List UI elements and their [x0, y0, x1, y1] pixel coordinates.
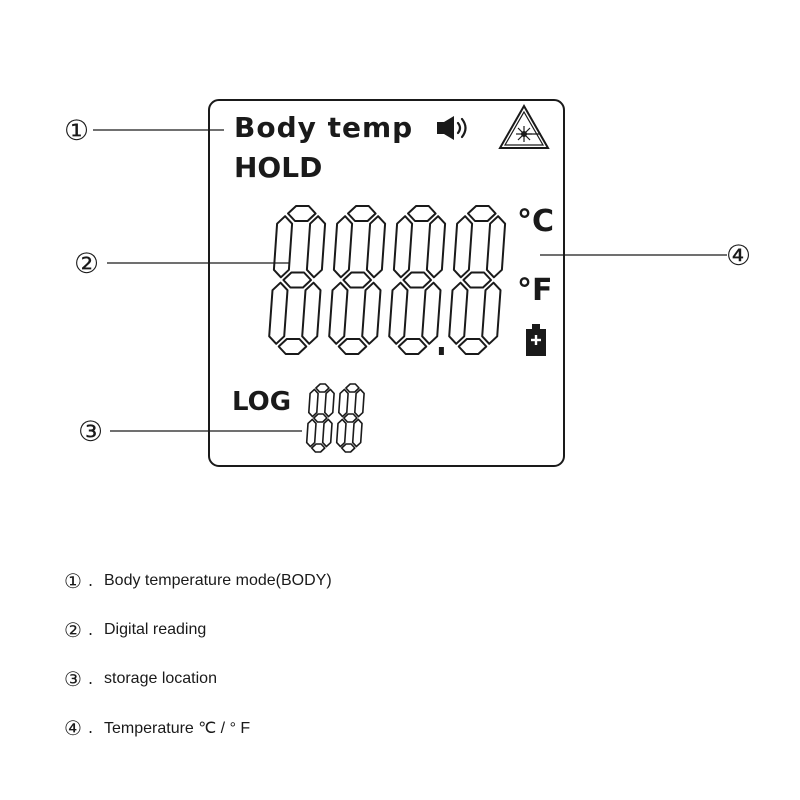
digit-segment-f	[307, 388, 319, 418]
digit-segment-g	[402, 271, 432, 289]
mode-label: Body temp	[234, 111, 413, 144]
digit-segment-a	[345, 383, 360, 393]
digit-segment-e	[335, 418, 347, 448]
digit-segment-b	[365, 215, 387, 279]
unit-fahrenheit: °F	[517, 273, 553, 308]
digit-segment-b	[323, 388, 335, 418]
legend-number: ②	[64, 617, 82, 642]
digit-segment-f	[392, 215, 414, 279]
digit-segment-e	[448, 281, 469, 345]
legend-separator: .	[88, 718, 94, 737]
digit-segment-c	[361, 281, 382, 345]
legend-separator: .	[88, 669, 94, 688]
digit-segment-d	[340, 443, 356, 453]
battery-icon	[526, 324, 546, 356]
digit-segment-b	[425, 215, 447, 279]
digit-segment-e	[268, 281, 289, 345]
digit-segment-a	[315, 383, 330, 393]
legend-item: ① . Body temperature mode(BODY)	[58, 556, 618, 605]
digit-segment-d	[337, 338, 368, 355]
digit-segment-c	[421, 281, 442, 345]
digit-segment-a	[407, 205, 437, 222]
digit-segment-g	[342, 413, 358, 423]
digit-segment-c	[351, 418, 363, 448]
laser-warning-icon	[498, 103, 550, 149]
digit-segment-a	[347, 205, 377, 222]
digit-segment-d	[457, 338, 488, 355]
digit-segment-b	[353, 388, 365, 418]
legend-text: Body temperature mode(BODY)	[104, 571, 332, 589]
lcd-frame	[208, 99, 565, 467]
legend-separator: .	[88, 571, 94, 590]
digit-segment-g	[282, 271, 312, 289]
storage-location-digits	[305, 383, 365, 453]
digital-reading	[268, 205, 507, 355]
digit-segment-f	[332, 215, 354, 279]
legend-separator: .	[88, 620, 94, 639]
legend-item: ④ . Temperature ℃ / ° F	[58, 703, 618, 752]
legend-text: Digital reading	[104, 620, 207, 638]
callout-number-2: ②	[74, 247, 99, 280]
callout-number-1: ①	[64, 114, 89, 147]
hold-label: HOLD	[234, 151, 322, 184]
digit-segment-f	[272, 215, 294, 279]
digit-segment-c	[321, 418, 333, 448]
digit-segment-d	[310, 443, 326, 453]
digit-segment-g	[342, 271, 372, 289]
digit-segment-c	[301, 281, 322, 345]
digit-segment-b	[485, 215, 507, 279]
speaker-icon	[437, 116, 467, 140]
digit-segment-d	[277, 338, 308, 355]
decimal-point	[438, 347, 444, 355]
digit-segment-f	[452, 215, 474, 279]
digit-segment-e	[305, 418, 317, 448]
digit-segment-a	[467, 205, 497, 222]
legend-number: ③	[64, 666, 82, 691]
log-label: LOG	[232, 387, 291, 417]
legend-number: ①	[64, 568, 82, 593]
digit-segment-g	[462, 271, 492, 289]
digit-segment-f	[337, 388, 349, 418]
digit-segment-b	[305, 215, 327, 279]
unit-celsius: °C	[517, 204, 554, 239]
legend-list: ① . Body temperature mode(BODY) ② . Digi…	[58, 556, 618, 752]
legend-number: ④	[64, 715, 82, 740]
digit-segment-c	[481, 281, 502, 345]
legend-text: Temperature ℃ / ° F	[104, 719, 251, 737]
digit-segment-g	[312, 413, 328, 423]
legend-item: ③ . storage location	[58, 654, 618, 703]
digit-segment-d	[397, 338, 428, 355]
callout-number-4: ④	[726, 239, 751, 272]
digit-segment-e	[388, 281, 409, 345]
legend-item: ② . Digital reading	[58, 605, 618, 654]
callout-number-3: ③	[78, 415, 103, 448]
legend-text: storage location	[104, 669, 217, 687]
digit-segment-e	[328, 281, 349, 345]
digit-segment-a	[287, 205, 317, 222]
